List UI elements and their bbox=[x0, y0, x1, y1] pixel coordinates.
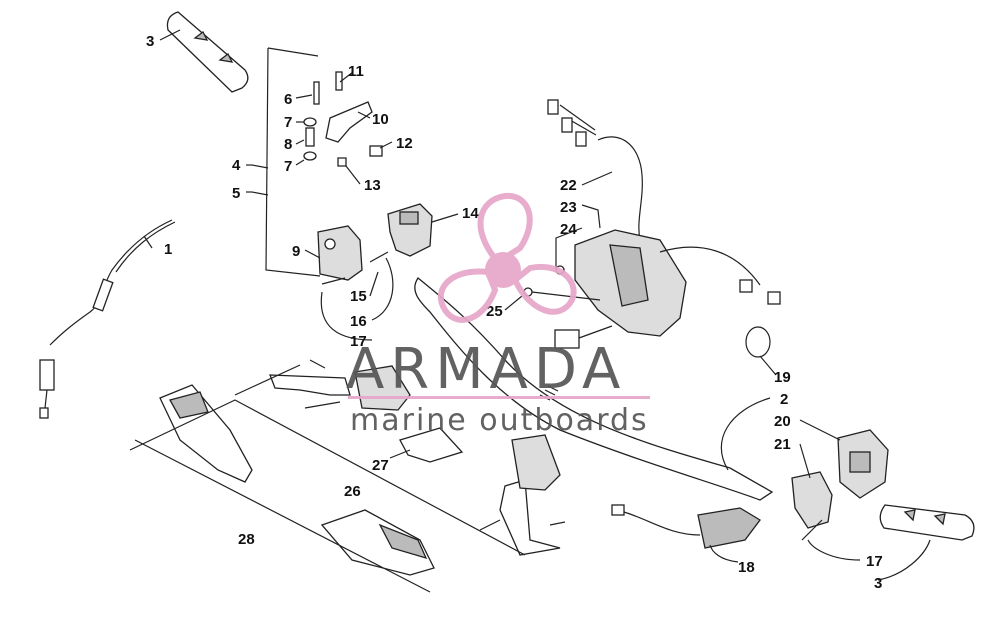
callout-28: 28 bbox=[238, 531, 255, 548]
right-grip bbox=[879, 504, 975, 541]
throttle-cable bbox=[39, 219, 176, 419]
callout-13: 13 bbox=[364, 177, 381, 194]
callout-5: 5 bbox=[232, 185, 240, 202]
callout-16: 16 bbox=[350, 313, 367, 330]
callout-4: 4 bbox=[232, 157, 241, 174]
right-control-housing bbox=[745, 326, 889, 541]
callout-7-upper: 7 bbox=[284, 114, 292, 131]
handlebar bbox=[414, 277, 774, 501]
propeller-blade-right bbox=[511, 263, 577, 315]
callout-21: 21 bbox=[774, 436, 791, 453]
left-grip bbox=[166, 11, 249, 93]
callout-3-right: 3 bbox=[874, 575, 882, 592]
callout-20: 20 bbox=[774, 413, 791, 430]
propeller-blade-top bbox=[477, 192, 533, 266]
callout-19: 19 bbox=[774, 369, 791, 386]
callout-26: 26 bbox=[344, 483, 361, 500]
callout-17-right: 17 bbox=[866, 553, 883, 570]
callout-8: 8 bbox=[284, 136, 292, 153]
callout-7-lower: 7 bbox=[284, 158, 292, 175]
callout-22: 22 bbox=[560, 177, 577, 194]
callout-25: 25 bbox=[486, 303, 503, 320]
connector-cable bbox=[611, 504, 761, 549]
callout-1: 1 bbox=[164, 241, 172, 258]
propeller-blade-left bbox=[437, 268, 499, 323]
callout-11: 11 bbox=[348, 63, 364, 80]
heated-grip-housing bbox=[523, 99, 781, 349]
callout-3-left: 3 bbox=[146, 33, 154, 50]
callout-17-left: 17 bbox=[350, 333, 367, 350]
switch-module bbox=[387, 203, 433, 257]
hand-guard-left bbox=[159, 384, 253, 483]
callout-23: 23 bbox=[560, 199, 577, 216]
callout-27: 27 bbox=[372, 457, 389, 474]
callout-labels: 3 6 11 10 7 8 12 4 7 13 5 22 23 14 24 1 … bbox=[146, 33, 883, 592]
watermark-brand: ARMADA bbox=[346, 337, 626, 402]
callout-9: 9 bbox=[292, 243, 300, 260]
watermark: ARMADA marine outboards bbox=[346, 192, 650, 438]
callout-24: 24 bbox=[560, 221, 577, 238]
callout-12: 12 bbox=[396, 135, 413, 152]
leader-lines bbox=[143, 29, 931, 581]
left-switch-housing bbox=[317, 225, 389, 285]
watermark-tagline: marine outboards bbox=[350, 403, 649, 438]
callout-10: 10 bbox=[372, 111, 389, 128]
callout-18: 18 bbox=[738, 559, 755, 576]
brake-lever-parts bbox=[303, 71, 383, 167]
lever-assembly-bracket bbox=[251, 47, 321, 277]
bracket-lines bbox=[129, 364, 526, 593]
propeller-hub bbox=[485, 252, 521, 288]
propeller-logo bbox=[437, 192, 577, 323]
callout-2: 2 bbox=[780, 391, 788, 408]
callout-6: 6 bbox=[284, 91, 292, 108]
watermark-divider bbox=[348, 396, 650, 399]
callout-14: 14 bbox=[462, 205, 479, 222]
callout-15: 15 bbox=[350, 288, 367, 305]
hand-guard-right bbox=[320, 509, 435, 576]
